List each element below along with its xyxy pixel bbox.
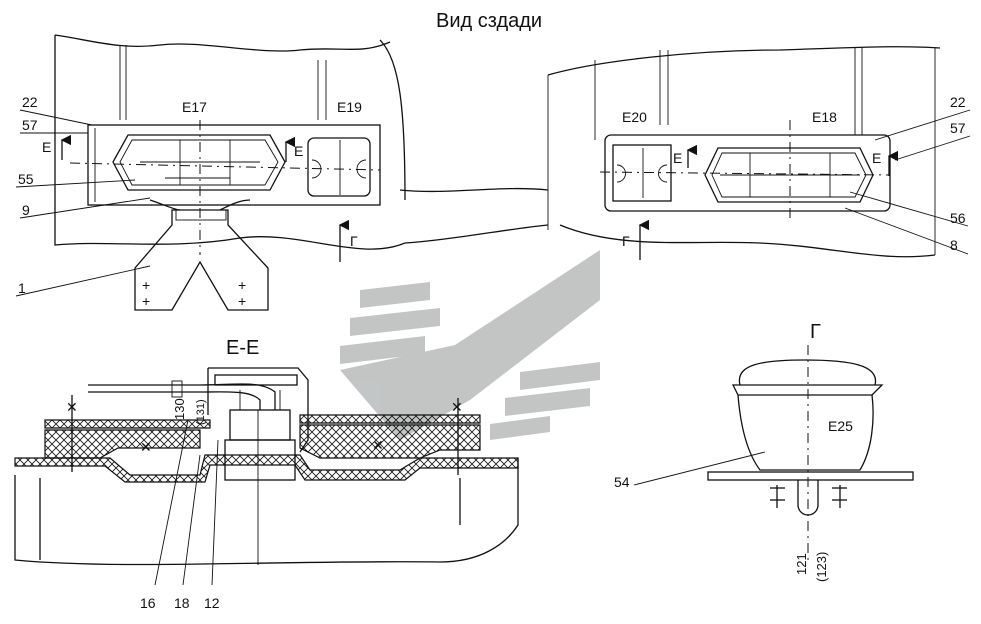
svg-text:✕: ✕	[372, 437, 384, 453]
label-e18: E18	[812, 109, 837, 125]
view-g-drawing	[633, 345, 914, 560]
label-9: 9	[22, 202, 30, 218]
label-8: 8	[950, 237, 958, 253]
label-22-left: 22	[22, 94, 38, 110]
label-e19: E19	[337, 99, 362, 115]
label-e20: E20	[622, 109, 647, 125]
svg-text:+: +	[238, 277, 246, 293]
view-g-title: Г	[810, 321, 821, 343]
arrow-g-1: Г	[350, 233, 358, 249]
label-22-right: 22	[950, 94, 966, 110]
label-16: 16	[140, 595, 156, 611]
svg-text:+: +	[142, 293, 150, 309]
svg-text:✕: ✕	[66, 399, 78, 415]
label-1: 1	[18, 280, 26, 296]
arrow-e-3: E	[673, 150, 682, 166]
arrow-e-1: E	[42, 139, 51, 155]
label-57-right: 57	[950, 120, 966, 136]
svg-text:✕: ✕	[451, 399, 463, 415]
arrow-e-4: E	[872, 150, 881, 166]
label-56: 56	[950, 210, 966, 226]
section-ee-title: E-E	[226, 337, 259, 359]
label-54: 54	[614, 474, 630, 490]
section-ee-drawing: ✕ ✕ ✕ ✕	[14, 367, 519, 586]
dim-130: 130	[172, 398, 187, 420]
label-57-left: 57	[22, 117, 38, 133]
watermark-logo	[340, 250, 600, 440]
label-55: 55	[18, 171, 34, 187]
title: Вид сздади	[436, 10, 542, 32]
left-rear-assembly: + + + +	[54, 34, 549, 311]
label-12: 12	[204, 595, 220, 611]
svg-text:+: +	[142, 277, 150, 293]
label-e17: E17	[182, 99, 207, 115]
dim-121: 121	[794, 553, 809, 575]
dim-123: (123)	[814, 552, 829, 582]
svg-text:✕: ✕	[140, 439, 152, 455]
label-18: 18	[174, 595, 190, 611]
arrow-e-2: E	[294, 143, 303, 159]
dim-131: (131)	[195, 399, 207, 425]
arrow-g-2: Г	[622, 233, 630, 249]
label-e25: E25	[828, 418, 853, 434]
right-rear-assembly	[547, 46, 941, 260]
svg-text:+: +	[238, 293, 246, 309]
